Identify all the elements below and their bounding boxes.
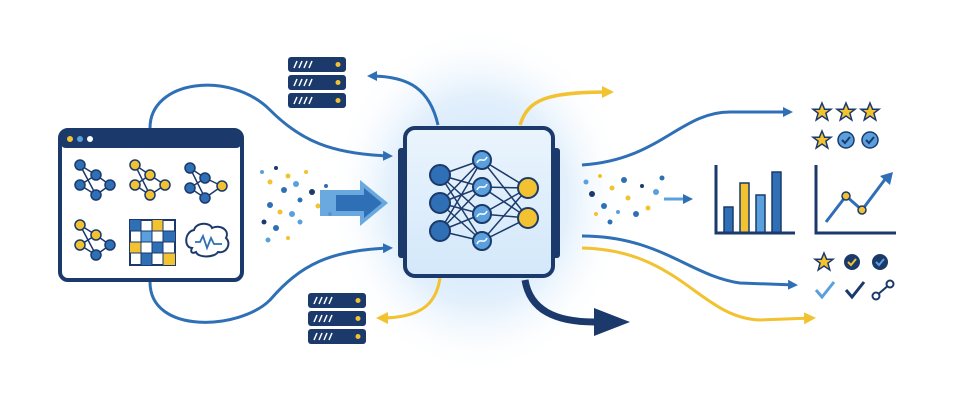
flow-to-results [581, 234, 798, 290]
flow-to-results-yellow [581, 246, 816, 325]
flow-to-top-server [367, 71, 440, 126]
flow-to-bottom-server [376, 277, 442, 324]
trend-chart-icon [814, 165, 896, 235]
mini-network-4-icon [74, 219, 116, 261]
chip-hidden-layer [472, 150, 492, 251]
check-badge-icon [837, 131, 855, 149]
ratings-icon [810, 101, 882, 150]
check-badge-icon [844, 254, 860, 270]
input-flow-arrow-inner [336, 188, 382, 218]
star-icon [834, 101, 858, 122]
star-icon [858, 101, 882, 122]
flow-bottom-right-navy-head [594, 308, 630, 336]
check-icon [844, 281, 866, 300]
mini-network-2-icon [129, 159, 171, 201]
flow-top-right-yellow [518, 86, 614, 126]
mini-network-3-icon [184, 162, 228, 204]
star-icon [810, 101, 834, 122]
brain-icon [185, 222, 230, 258]
star-icon [812, 251, 836, 272]
check-icon [814, 281, 836, 300]
bar-chart-icon [714, 165, 795, 235]
neural-chip-icon [398, 126, 560, 278]
flow-to-ratings [581, 107, 793, 167]
server-bottom-icon [308, 293, 366, 344]
link-icon [871, 279, 895, 301]
flow-bottom-right-navy [521, 279, 596, 326]
mini-network-1-icon [74, 159, 116, 201]
star-icon [810, 129, 834, 150]
app-window-icon [58, 128, 244, 282]
server-top-icon [288, 57, 346, 108]
results-icon [812, 251, 895, 301]
check-badge-icon [861, 131, 879, 149]
data-grid-icon [129, 219, 176, 266]
flow-curve-bottom-left [148, 243, 393, 324]
output-data-particles [583, 174, 665, 225]
check-badge-icon [872, 254, 888, 270]
input-data-particles [260, 166, 332, 243]
flow-curve-top-left [148, 83, 393, 161]
